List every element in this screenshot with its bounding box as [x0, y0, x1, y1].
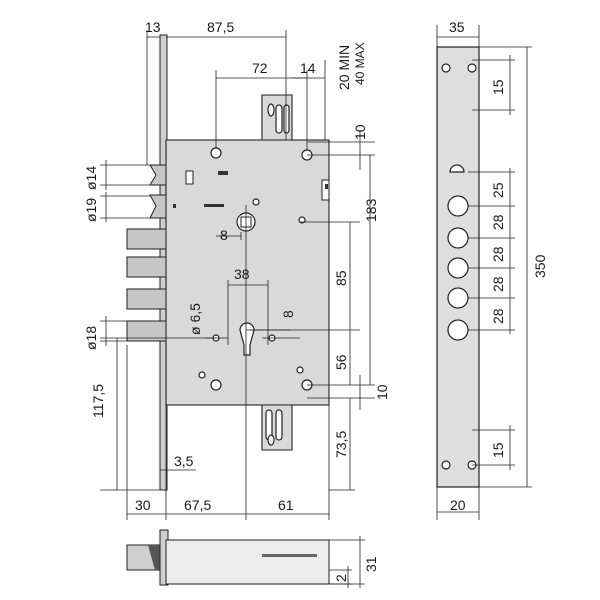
dimension-lines-main [100, 30, 375, 520]
dim-25: 25 [490, 182, 506, 198]
dim-10-top: 10 [352, 124, 368, 140]
dim-56: 56 [333, 354, 349, 370]
dim-67-5: 67,5 [184, 497, 211, 513]
top-view-spindle [262, 554, 317, 557]
fp-screw-tl [441, 63, 451, 73]
dim-dia-19: ø19 [83, 198, 99, 222]
dim-10-bottom: 10 [374, 384, 390, 400]
side-notch-dark [325, 184, 328, 189]
small-rect-2 [218, 171, 228, 175]
dim-3-5: 3,5 [174, 453, 194, 469]
dim-72: 72 [252, 60, 268, 76]
top-view-case [165, 539, 330, 585]
dim-87-5: 87,5 [207, 19, 234, 35]
dim-28-2: 28 [490, 246, 506, 262]
screw-small-4 [296, 366, 304, 374]
dim-85: 85 [333, 270, 349, 286]
dim-35: 35 [449, 19, 465, 35]
dim-350: 350 [532, 254, 548, 278]
dim-15-bottom: 15 [490, 442, 506, 458]
deadbolt-3 [126, 288, 167, 310]
dim-183: 183 [363, 198, 379, 222]
dimension-lines-side [436, 25, 532, 520]
dim-28-4: 28 [490, 308, 506, 324]
dim-6-5: ø 6,5 [187, 303, 203, 335]
cylinder-cutout [239, 322, 255, 356]
lock-top-view [126, 529, 365, 588]
top-view-bolt-shadow [148, 545, 162, 570]
latch-bolt-19 [149, 194, 167, 219]
top-tab-slot-long [275, 104, 283, 134]
latch-bolt-14 [149, 164, 167, 186]
fp-latch-1 [449, 164, 465, 173]
small-rect-1 [185, 170, 194, 185]
dim-13: 13 [145, 19, 161, 35]
dim-20-min: 20 MIN [336, 45, 352, 90]
dim-8-cylinder: 8 [280, 310, 296, 318]
mount-hole-tl [210, 147, 222, 159]
lock-body-front-view [126, 34, 330, 491]
mount-hole-bl [210, 379, 222, 391]
dim-28-1: 28 [490, 214, 506, 230]
dim-31: 31 [363, 556, 379, 572]
dim-8-follower: 8 [220, 227, 228, 243]
dim-38: 38 [234, 266, 250, 282]
fp-bolt-4 [447, 319, 469, 341]
top-tab-slot [267, 103, 275, 117]
dim-dia-14: ø14 [83, 166, 99, 190]
dim-61: 61 [278, 497, 294, 513]
top-tab-slot-long-2 [283, 104, 290, 134]
side-notch [321, 179, 330, 201]
fp-latch-2 [447, 195, 469, 217]
bottom-tab-slot-long-2 [275, 409, 283, 441]
faceplate-side-view [436, 46, 480, 488]
deadbolt-1 [126, 228, 167, 250]
fp-bolt-2 [447, 257, 469, 279]
deadbolt-4 [126, 320, 167, 342]
dim-14-top: 14 [300, 60, 316, 76]
fp-screw-tr [467, 63, 477, 73]
dim-30: 30 [135, 497, 151, 513]
bottom-tab-slot [267, 434, 275, 446]
fp-bolt-1 [447, 227, 469, 249]
small-rect-3 [204, 204, 224, 207]
fp-bolt-3 [447, 287, 469, 309]
dim-40-max: 40 MAX [353, 42, 367, 85]
dim-28-3: 28 [490, 276, 506, 292]
dimension-labels: 13 87,5 72 14 20 MIN 40 MAX 10 183 85 56… [83, 19, 548, 582]
dim-20: 20 [450, 497, 466, 513]
dim-15-top: 15 [490, 79, 506, 95]
deadbolt-2 [126, 256, 167, 278]
dim-73-5: 73,5 [333, 431, 349, 458]
dim-2: 2 [333, 574, 349, 582]
small-rect-4 [173, 204, 176, 208]
screw-small-3 [198, 371, 206, 379]
dim-dia-18: ø18 [83, 326, 99, 350]
screw-small-2 [298, 216, 306, 224]
dim-117-5: 117,5 [90, 384, 106, 418]
fp-screw-bl [441, 460, 451, 470]
screw-small-1 [252, 198, 260, 206]
